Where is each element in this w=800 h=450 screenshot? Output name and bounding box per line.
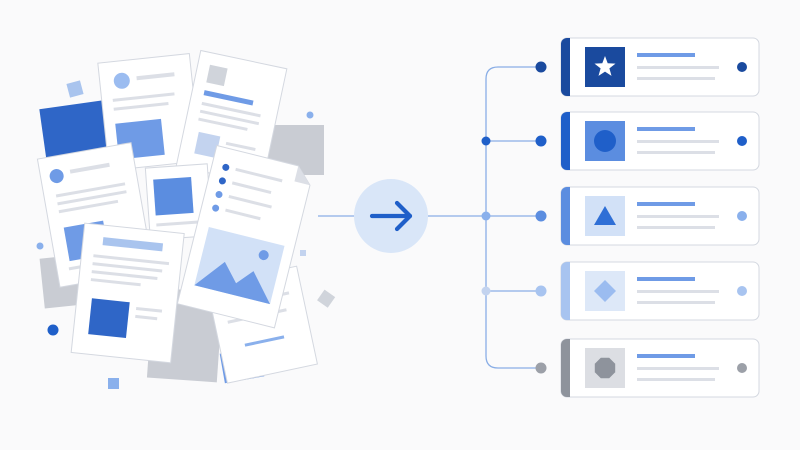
triangle-icon (585, 196, 625, 236)
text-placeholder (637, 378, 715, 381)
status-dot (737, 136, 747, 146)
category-card-octagon (560, 338, 760, 398)
arrow-right-icon (369, 200, 413, 232)
connector-node (535, 210, 547, 222)
list-bullet (222, 163, 230, 171)
text-placeholder (637, 77, 715, 80)
diamond-icon (585, 271, 625, 311)
list-bullet (212, 204, 220, 212)
category-card-triangle (560, 186, 760, 246)
branch-nodes (481, 136, 491, 296)
category-card-star (560, 37, 760, 97)
category-card-circle (560, 111, 760, 171)
circle-icon (585, 121, 625, 161)
confetti-dot (36, 242, 44, 250)
branch-node (481, 286, 491, 296)
star-icon (585, 47, 625, 87)
landscape-image-icon (194, 227, 285, 305)
branch-node (481, 136, 491, 146)
octagon-icon (585, 348, 625, 388)
list-bullet (215, 191, 223, 199)
connector-node (535, 362, 547, 374)
text-placeholder (637, 226, 715, 229)
text-placeholder (637, 301, 715, 304)
image-placeholder-icon (88, 298, 130, 339)
photo-icon (206, 64, 228, 87)
text-placeholder (637, 140, 719, 143)
image-placeholder-icon (194, 131, 221, 158)
document-card (176, 144, 311, 329)
text-placeholder (637, 66, 719, 69)
connector-node (535, 285, 547, 297)
confetti-square (66, 80, 84, 98)
category-card-diamond (560, 261, 760, 321)
status-dot (737, 363, 747, 373)
avatar-icon (49, 169, 64, 184)
text-placeholder (637, 151, 715, 154)
confetti-dot (47, 324, 59, 336)
status-dot (737, 62, 747, 72)
accent-bar (561, 339, 570, 397)
document-card (97, 53, 202, 172)
confetti-square (108, 378, 119, 389)
document-card (175, 49, 288, 185)
photo-icon (153, 176, 194, 216)
title-placeholder (637, 53, 695, 57)
title-placeholder (637, 277, 695, 281)
branch-node (481, 211, 491, 221)
title-placeholder (637, 354, 695, 358)
status-dot (737, 286, 747, 296)
title-placeholder (637, 202, 695, 206)
document-pile (36, 49, 336, 389)
accent-bar (561, 38, 570, 96)
status-dot (737, 211, 747, 221)
accent-bar (561, 112, 570, 170)
document-card (70, 222, 185, 364)
text-placeholder (637, 290, 719, 293)
accent-bar (561, 187, 570, 245)
text-placeholder (637, 215, 719, 218)
connector-node (535, 135, 547, 147)
category-list (535, 37, 760, 398)
connector-lines (318, 66, 541, 369)
connector-node (535, 61, 547, 73)
title-placeholder (637, 127, 695, 131)
avatar-icon (113, 72, 130, 89)
text-placeholder (637, 367, 719, 370)
confetti-square (300, 250, 306, 256)
confetti-dot (306, 111, 314, 119)
list-bullet (218, 177, 226, 185)
accent-bar (561, 262, 570, 320)
confetti-square (317, 289, 336, 308)
processing-hub (354, 179, 428, 253)
